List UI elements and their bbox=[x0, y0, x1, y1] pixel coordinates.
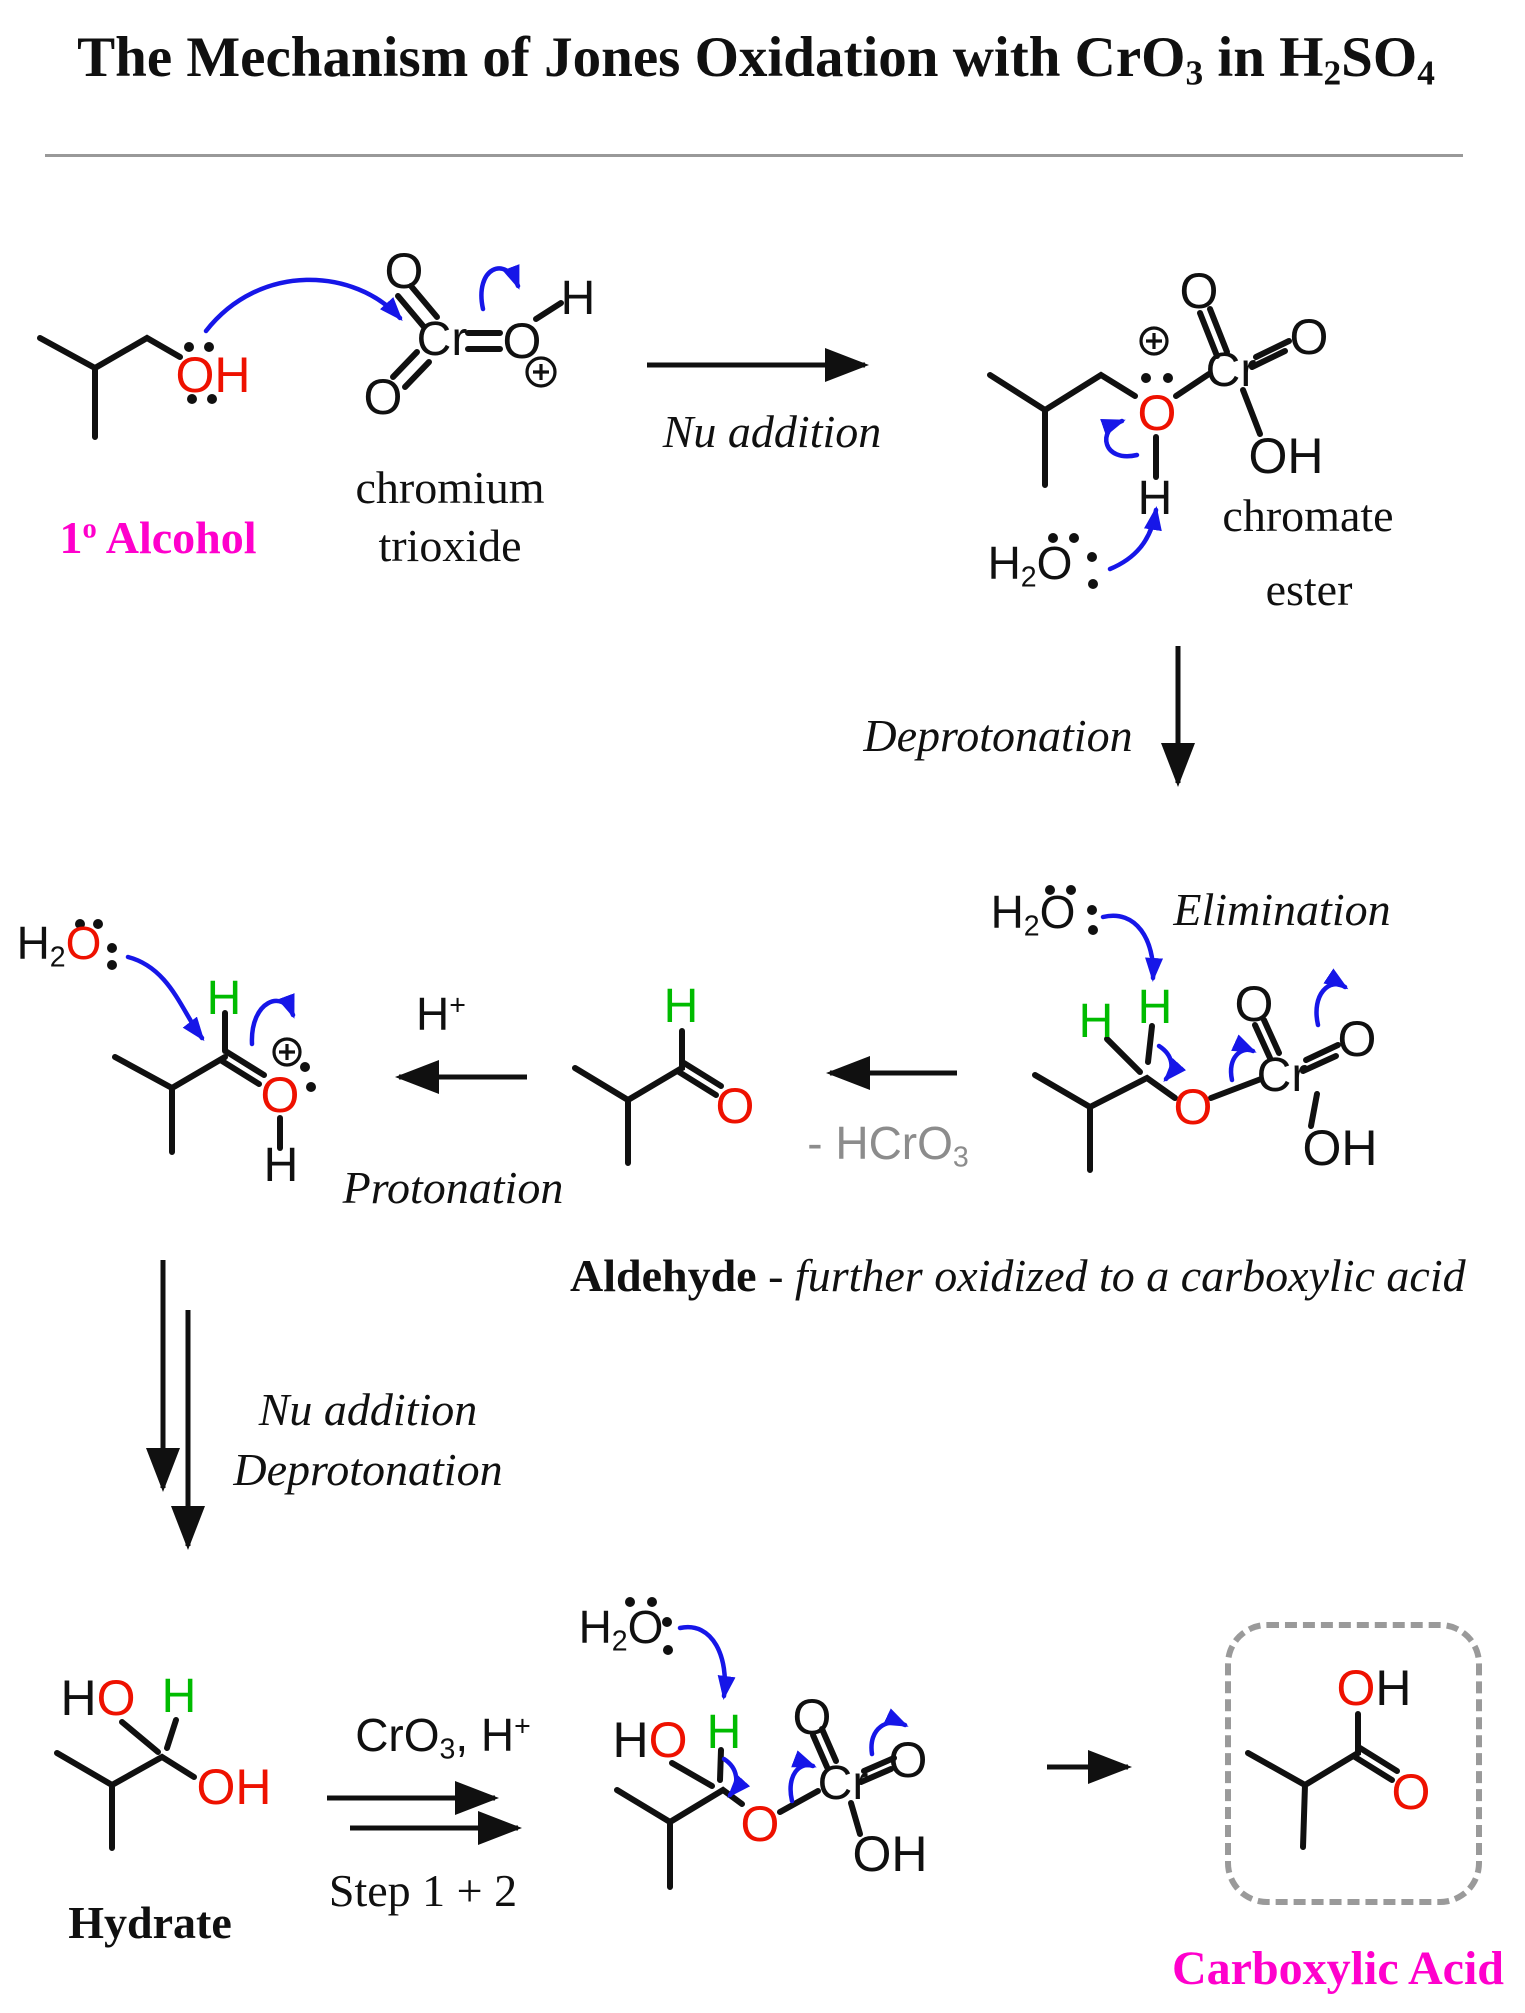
deprotonation-2-label: Deprotonation bbox=[233, 1444, 503, 1495]
water-2-lone-pairs bbox=[1045, 885, 1098, 935]
acid-o: O bbox=[1391, 1764, 1431, 1820]
curved-arrow-o-to-cr-2 bbox=[788, 1750, 817, 1804]
plus-charge-icon bbox=[272, 1037, 302, 1067]
water-4: H2O bbox=[578, 1601, 664, 1658]
hydrate-oh: OH bbox=[196, 1759, 272, 1815]
protonated-o: O bbox=[260, 1067, 300, 1123]
water-1: H2O bbox=[987, 537, 1073, 594]
hydrate-ester-h: H bbox=[706, 1706, 742, 1759]
protonated-oh-h: H bbox=[263, 1139, 299, 1192]
page-title: The Mechanism of Jones Oxidation with Cr… bbox=[77, 25, 1435, 93]
deprotonation-label: Deprotonation bbox=[863, 710, 1133, 761]
minus-hcro3-label: - HCrO3 bbox=[807, 1117, 969, 1174]
alcohol-structure bbox=[37, 334, 217, 440]
cro3-o-top: O bbox=[384, 243, 424, 299]
curved-arrow-ch-to-co bbox=[1156, 1043, 1187, 1082]
ester-o-top: O bbox=[1179, 263, 1219, 319]
chromium-label: chromium bbox=[355, 462, 545, 513]
curved-arrow-water-to-h4 bbox=[677, 1624, 736, 1700]
curved-arrow-o-to-cr bbox=[1228, 1034, 1257, 1083]
curved-arrow-water-to-h2 bbox=[1100, 913, 1164, 982]
step12-label: Step 1 + 2 bbox=[328, 1865, 518, 1916]
hydrate-ester-o-top: O bbox=[792, 1689, 832, 1745]
chromium-trioxide-structure bbox=[390, 283, 564, 390]
cro3-hplus-label: CrO3, H+ bbox=[355, 1709, 531, 1766]
ester-oh: OH bbox=[1248, 428, 1324, 484]
trioxide-label: trioxide bbox=[378, 520, 522, 571]
curved-arrow-water-to-carbon bbox=[125, 954, 205, 1042]
acid-oh: OH bbox=[1336, 1660, 1412, 1716]
water-1-lone-pairs bbox=[1048, 533, 1098, 589]
ester-o: O bbox=[1137, 385, 1177, 441]
protonated-h: H bbox=[206, 972, 242, 1025]
aldehyde-o: O bbox=[715, 1078, 755, 1134]
plus-charge-icon bbox=[1139, 326, 1169, 356]
ester-label: ester bbox=[1265, 564, 1353, 615]
water-3: H2O bbox=[16, 917, 102, 974]
ester-cr: Cr bbox=[1205, 344, 1257, 397]
water-3-lone-pairs bbox=[75, 919, 117, 970]
carboxylic-acid-label: Carboxylic Acid bbox=[1172, 1942, 1504, 1995]
protonation-label: Protonation bbox=[342, 1162, 564, 1213]
hydrate-label: Hydrate bbox=[68, 1897, 232, 1948]
divider bbox=[45, 154, 1463, 157]
hydrate-ho: HO bbox=[60, 1670, 136, 1726]
protonated-aldehyde-structure bbox=[112, 1010, 316, 1155]
elim-o-right: O bbox=[1337, 1011, 1377, 1067]
elim-cr: Cr bbox=[1256, 1049, 1308, 1102]
cro3-h: H bbox=[560, 272, 596, 325]
ester-o-right: O bbox=[1289, 309, 1329, 365]
nu-addition-label: Nu addition bbox=[662, 406, 882, 457]
cro3-cr: Cr bbox=[416, 313, 468, 366]
cro3-o-left: O bbox=[363, 369, 403, 425]
hydrate-ester-ho: HO bbox=[612, 1712, 688, 1768]
hydrate-ester-structure bbox=[614, 1726, 897, 1890]
plus-charge-icon bbox=[525, 356, 557, 388]
curved-arrow-cro-double-bond bbox=[479, 264, 521, 312]
curved-arrow-water-to-h1 bbox=[1107, 506, 1162, 572]
elimination-label: Elimination bbox=[1173, 884, 1391, 935]
curved-arrow-ch-to-co-2 bbox=[721, 1756, 751, 1798]
ester-h: H bbox=[1137, 472, 1173, 525]
aldehyde-h: H bbox=[663, 980, 699, 1033]
curved-arrow-co-to-o bbox=[249, 993, 296, 1047]
elim-oh: OH bbox=[1302, 1120, 1378, 1176]
hydrate-structure bbox=[54, 1717, 197, 1851]
h-plus-label: H+ bbox=[416, 988, 466, 1040]
alcohol-label: 1o Alcohol bbox=[59, 512, 257, 563]
chromate-label: chromate bbox=[1222, 490, 1394, 541]
hydrate-h: H bbox=[161, 1670, 197, 1723]
hydrate-ester-cr: Cr bbox=[817, 1757, 869, 1810]
water-4-lone-pairs bbox=[625, 1597, 673, 1655]
aldehyde-structure bbox=[572, 1028, 724, 1166]
nu-addition-2-label: Nu addition bbox=[258, 1384, 478, 1435]
curved-arrow-oh-bond-to-o bbox=[1100, 418, 1140, 459]
elim-o: O bbox=[1173, 1079, 1213, 1135]
hydrate-ester-oh: OH bbox=[852, 1826, 928, 1882]
elim-h-left: H bbox=[1078, 995, 1114, 1048]
product-box bbox=[1225, 1622, 1482, 1905]
aldehyde-note: Aldehyde - further oxidized to a carboxy… bbox=[570, 1250, 1466, 1301]
water-2: H2O bbox=[990, 886, 1076, 943]
elimination-structure bbox=[1032, 1017, 1341, 1173]
elim-h-top: H bbox=[1137, 981, 1173, 1034]
chromate-ester-structure bbox=[987, 306, 1292, 488]
carboxylic-acid-structure bbox=[1245, 1711, 1400, 1850]
curved-arrow-cro-up-2 bbox=[869, 1708, 909, 1757]
hydrate-ester-o-right: O bbox=[888, 1732, 928, 1788]
cro3-o-right: O bbox=[502, 313, 542, 369]
curved-arrow-oh-to-cr bbox=[203, 277, 403, 334]
curved-arrow-cro-up bbox=[1314, 968, 1349, 1028]
alcohol-oh-label: OH bbox=[175, 347, 251, 403]
hydrate-ester-o: O bbox=[740, 1796, 780, 1852]
elim-o-top: O bbox=[1234, 976, 1274, 1032]
